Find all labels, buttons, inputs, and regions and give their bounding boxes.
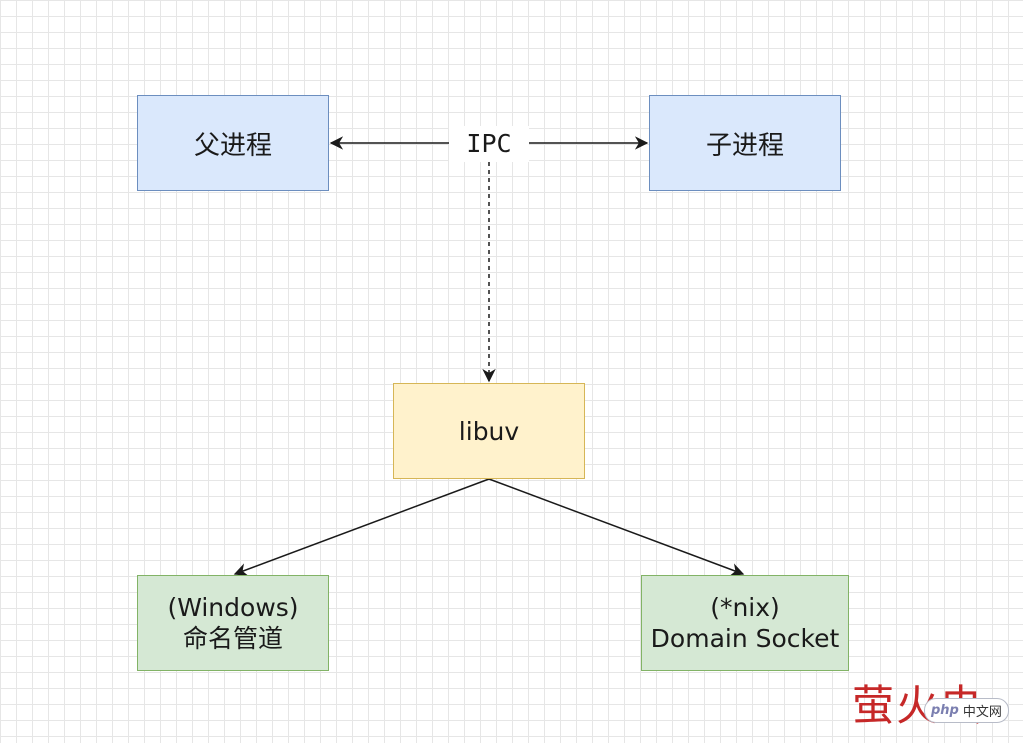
watermark-badge: php 中文网 (924, 698, 1009, 723)
domain-socket-label: Domain Socket (650, 624, 840, 653)
libuv-node[interactable]: libuv (393, 383, 585, 479)
watermark-badge-text: 中文网 (962, 705, 1002, 720)
parent-process-node[interactable]: 父进程 (137, 95, 329, 191)
parent-process-label: 父进程 (193, 130, 272, 161)
windows-named-pipe-node[interactable]: (Windows) 命名管道 (137, 575, 329, 671)
child-process-label: 子进程 (705, 130, 784, 161)
nix-platform-label: (*nix) (710, 592, 780, 622)
watermark: 萤火虫 php 中文网 (852, 672, 1020, 732)
nix-domain-socket-node[interactable]: (*nix) Domain Socket (641, 575, 849, 671)
libuv-label: libuv (458, 416, 520, 446)
libuv-to-nix-edge (488, 478, 745, 577)
libuv-to-windows-edge (233, 478, 490, 577)
windows-platform-label: (Windows) (167, 592, 299, 622)
child-process-node[interactable]: 子进程 (649, 95, 841, 191)
php-logo-icon: php (931, 703, 959, 718)
named-pipe-label: 命名管道 (182, 624, 283, 653)
ipc-edge-label: IPC (449, 126, 529, 162)
